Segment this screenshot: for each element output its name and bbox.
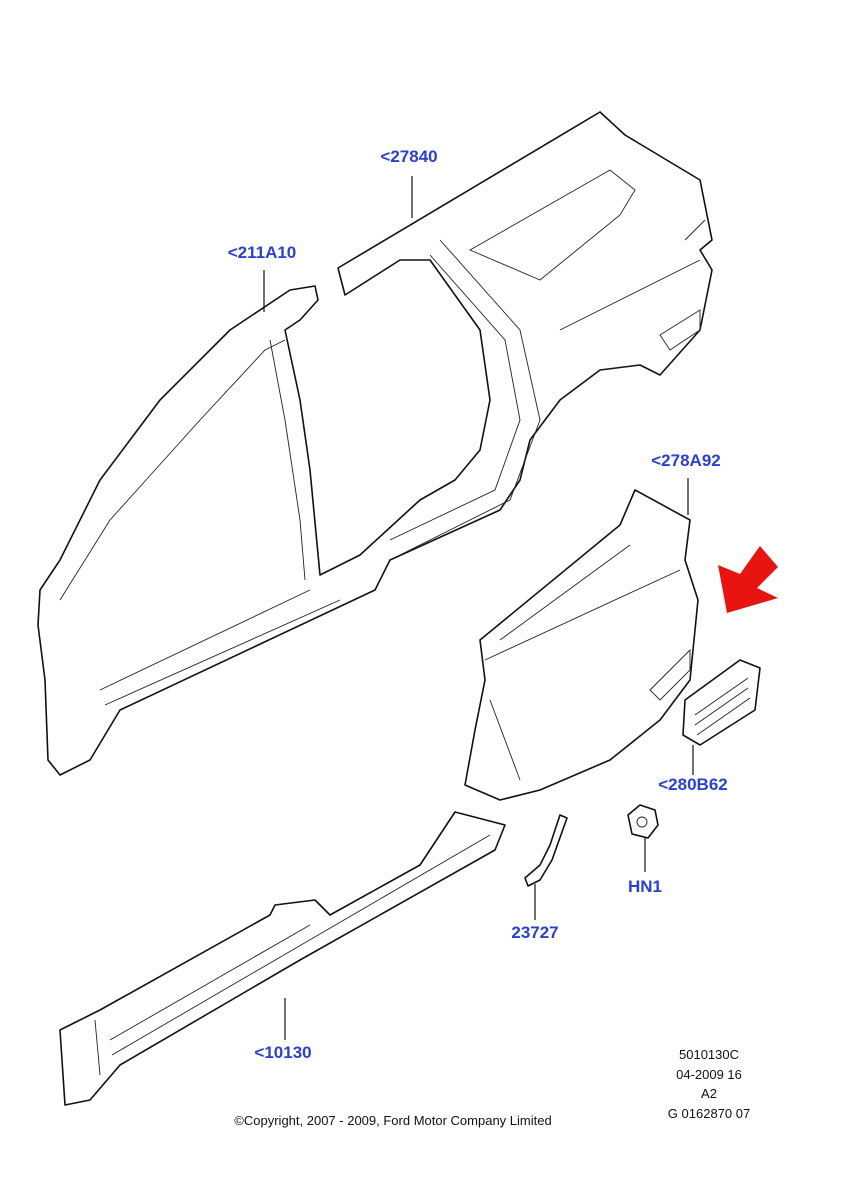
callout-hn1[interactable]: HN1 xyxy=(627,877,663,896)
info-line-4: G 0162870 07 xyxy=(667,1105,751,1121)
callout-280B62[interactable]: <280B62 xyxy=(658,775,728,794)
quarter-panel xyxy=(464,478,699,801)
callout-23727[interactable]: 23727 xyxy=(511,923,559,942)
diagram-info-block: 5010130C 04-2009 16 A2 G 0162870 07 xyxy=(668,1045,750,1123)
red-pointer-arrow xyxy=(718,546,778,613)
seal-strip xyxy=(524,814,568,920)
body-side-panel xyxy=(37,111,713,776)
nut xyxy=(627,804,659,872)
copyright-notice: ©Copyright, 2007 - 2009, Ford Motor Comp… xyxy=(234,1113,552,1128)
info-line-2: 04-2009 16 xyxy=(676,1066,742,1082)
sill-panel xyxy=(59,811,506,1106)
vent-grille xyxy=(682,659,761,775)
callout-211A10[interactable]: <211A10 xyxy=(227,243,297,262)
info-line-1: 5010130C xyxy=(679,1047,739,1062)
callout-278A92[interactable]: <278A92 xyxy=(651,451,721,470)
callout-27840[interactable]: <27840 xyxy=(380,147,438,166)
info-line-3: A2 xyxy=(701,1086,717,1101)
callout-10130[interactable]: <10130 xyxy=(254,1043,312,1062)
